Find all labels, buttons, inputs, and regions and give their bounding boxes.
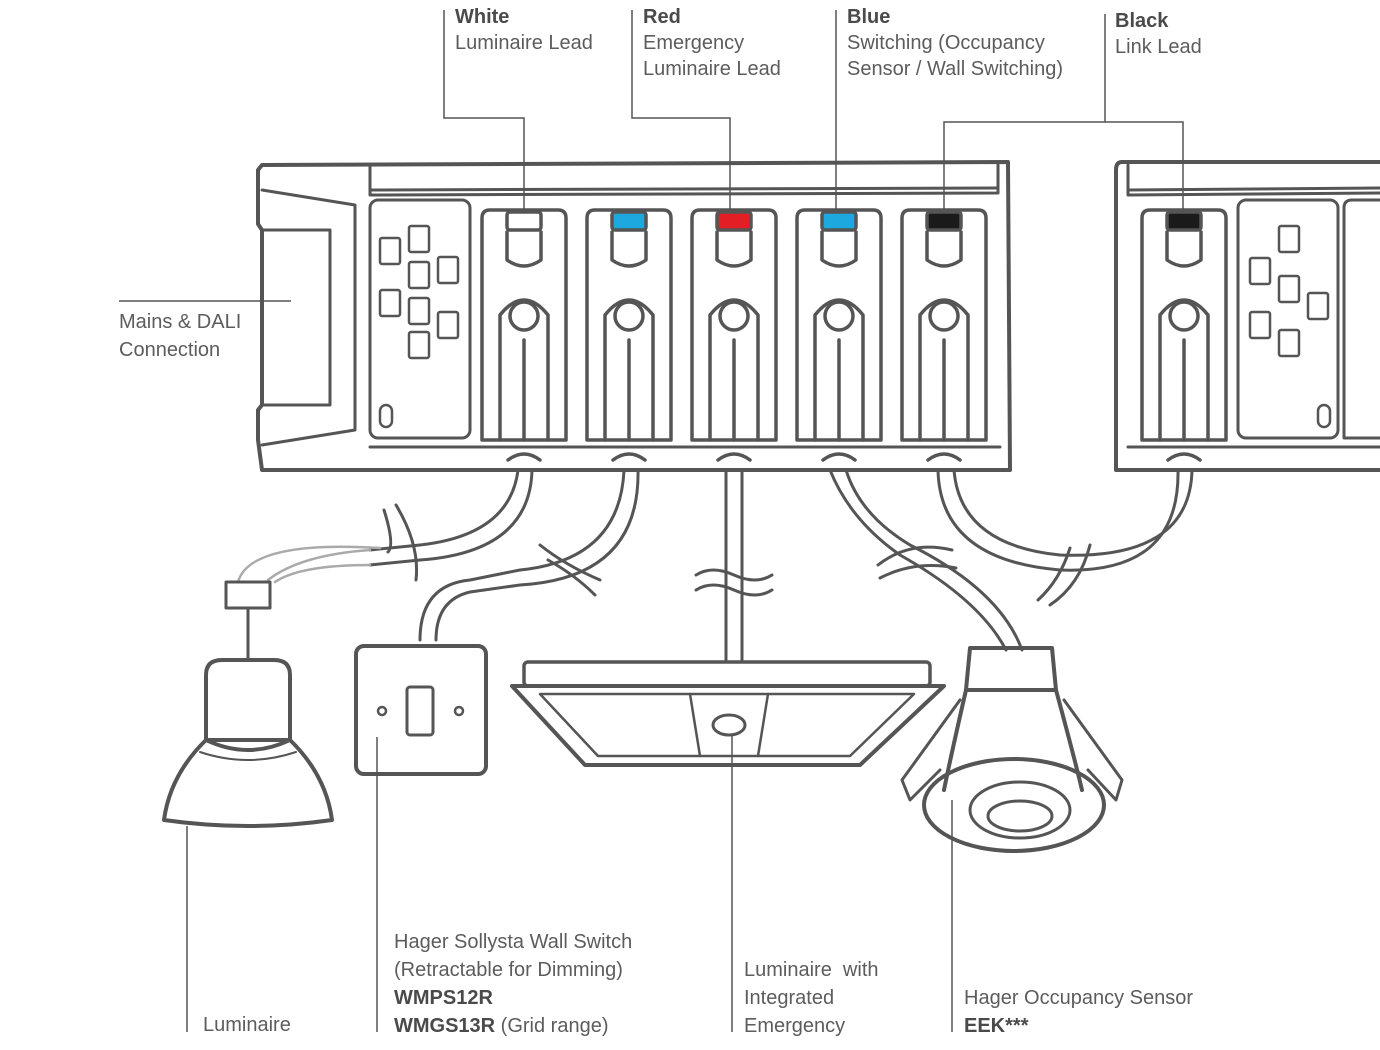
cable-wall-switch [418,468,640,642]
white-lead-desc: Luminaire Lead [455,32,593,54]
wall-switch-line-1: Hager Sollysta Wall Switch [394,931,633,953]
red-lead-title: Red [643,6,681,28]
port-red-emergency [690,208,778,462]
port-blue-switching [795,208,883,462]
second-hub [1114,160,1380,472]
emergency-luminaire-line-2: Integrated [744,987,835,1009]
wall-switch-code-2: WMGS13R [394,1015,496,1037]
occupancy-sensor-device [900,646,1124,853]
wall-switch-device [354,644,488,776]
recessed-luminaire [510,660,946,767]
lighting-hub [256,160,1012,472]
emergency-luminaire-label: Luminaire with Integrated Emergency [744,956,879,1040]
blue-lead-title: Blue [847,6,891,28]
occupancy-sensor-line-1: Hager Occupancy Sensor [964,987,1194,1009]
white-lead-title: White [455,6,510,28]
port-black-link-2 [1140,208,1228,462]
blue-lead-desc-2: Sensor / Wall Switching) [847,58,1063,80]
black-lead-desc: Link Lead [1115,36,1202,58]
wall-switch-code-2-suffix: (Grid range) [495,1015,609,1037]
red-lead-label: Red Emergency Luminaire Lead [643,4,781,82]
blue-lead-label: Blue Switching (Occupancy Sensor / Wall … [847,4,1063,82]
port-black-link [900,208,988,462]
wall-switch-label: Hager Sollysta Wall Switch (Retractable … [394,928,632,1040]
black-lead-label: Black Link Lead [1115,8,1202,60]
occupancy-sensor-code: EEK*** [964,1015,1029,1037]
wall-switch-code-1: WMPS12R [394,987,493,1009]
blue-lead-desc-1: Switching (Occupancy [847,32,1045,54]
emergency-luminaire-line-1: Luminaire with [744,959,879,981]
emergency-luminaire-line-3: Emergency [744,1015,846,1037]
wall-switch-code-2-row: WMGS13R (Grid range) [394,1012,632,1040]
occupancy-sensor-label: Hager Occupancy Sensor EEK*** [964,984,1193,1040]
red-lead-desc-2: Luminaire Lead [643,58,781,80]
luminaire-label: Luminaire [203,1012,291,1038]
port-white-luminaire [480,208,568,462]
cable-link [936,468,1194,607]
cable-luminaire [236,468,534,584]
red-lead-desc-1: Emergency [643,32,745,54]
black-lead-title: Black [1115,10,1169,32]
mains-dali-line-2: Connection [119,339,221,361]
port-blue-1 [585,208,673,462]
white-lead-label: White Luminaire Lead [455,4,593,56]
mains-dali-label: Mains & DALI Connection [119,308,241,364]
cable-occupancy-sensor [828,468,1024,652]
mains-dali-line-1: Mains & DALI [119,311,242,333]
wall-switch-line-2: (Retractable for Dimming) [394,959,623,981]
pendant-luminaire [162,580,334,828]
leader-lines [119,10,1184,1032]
cable-emergency-luminaire [694,468,774,664]
luminaire-text: Luminaire [203,1014,291,1036]
